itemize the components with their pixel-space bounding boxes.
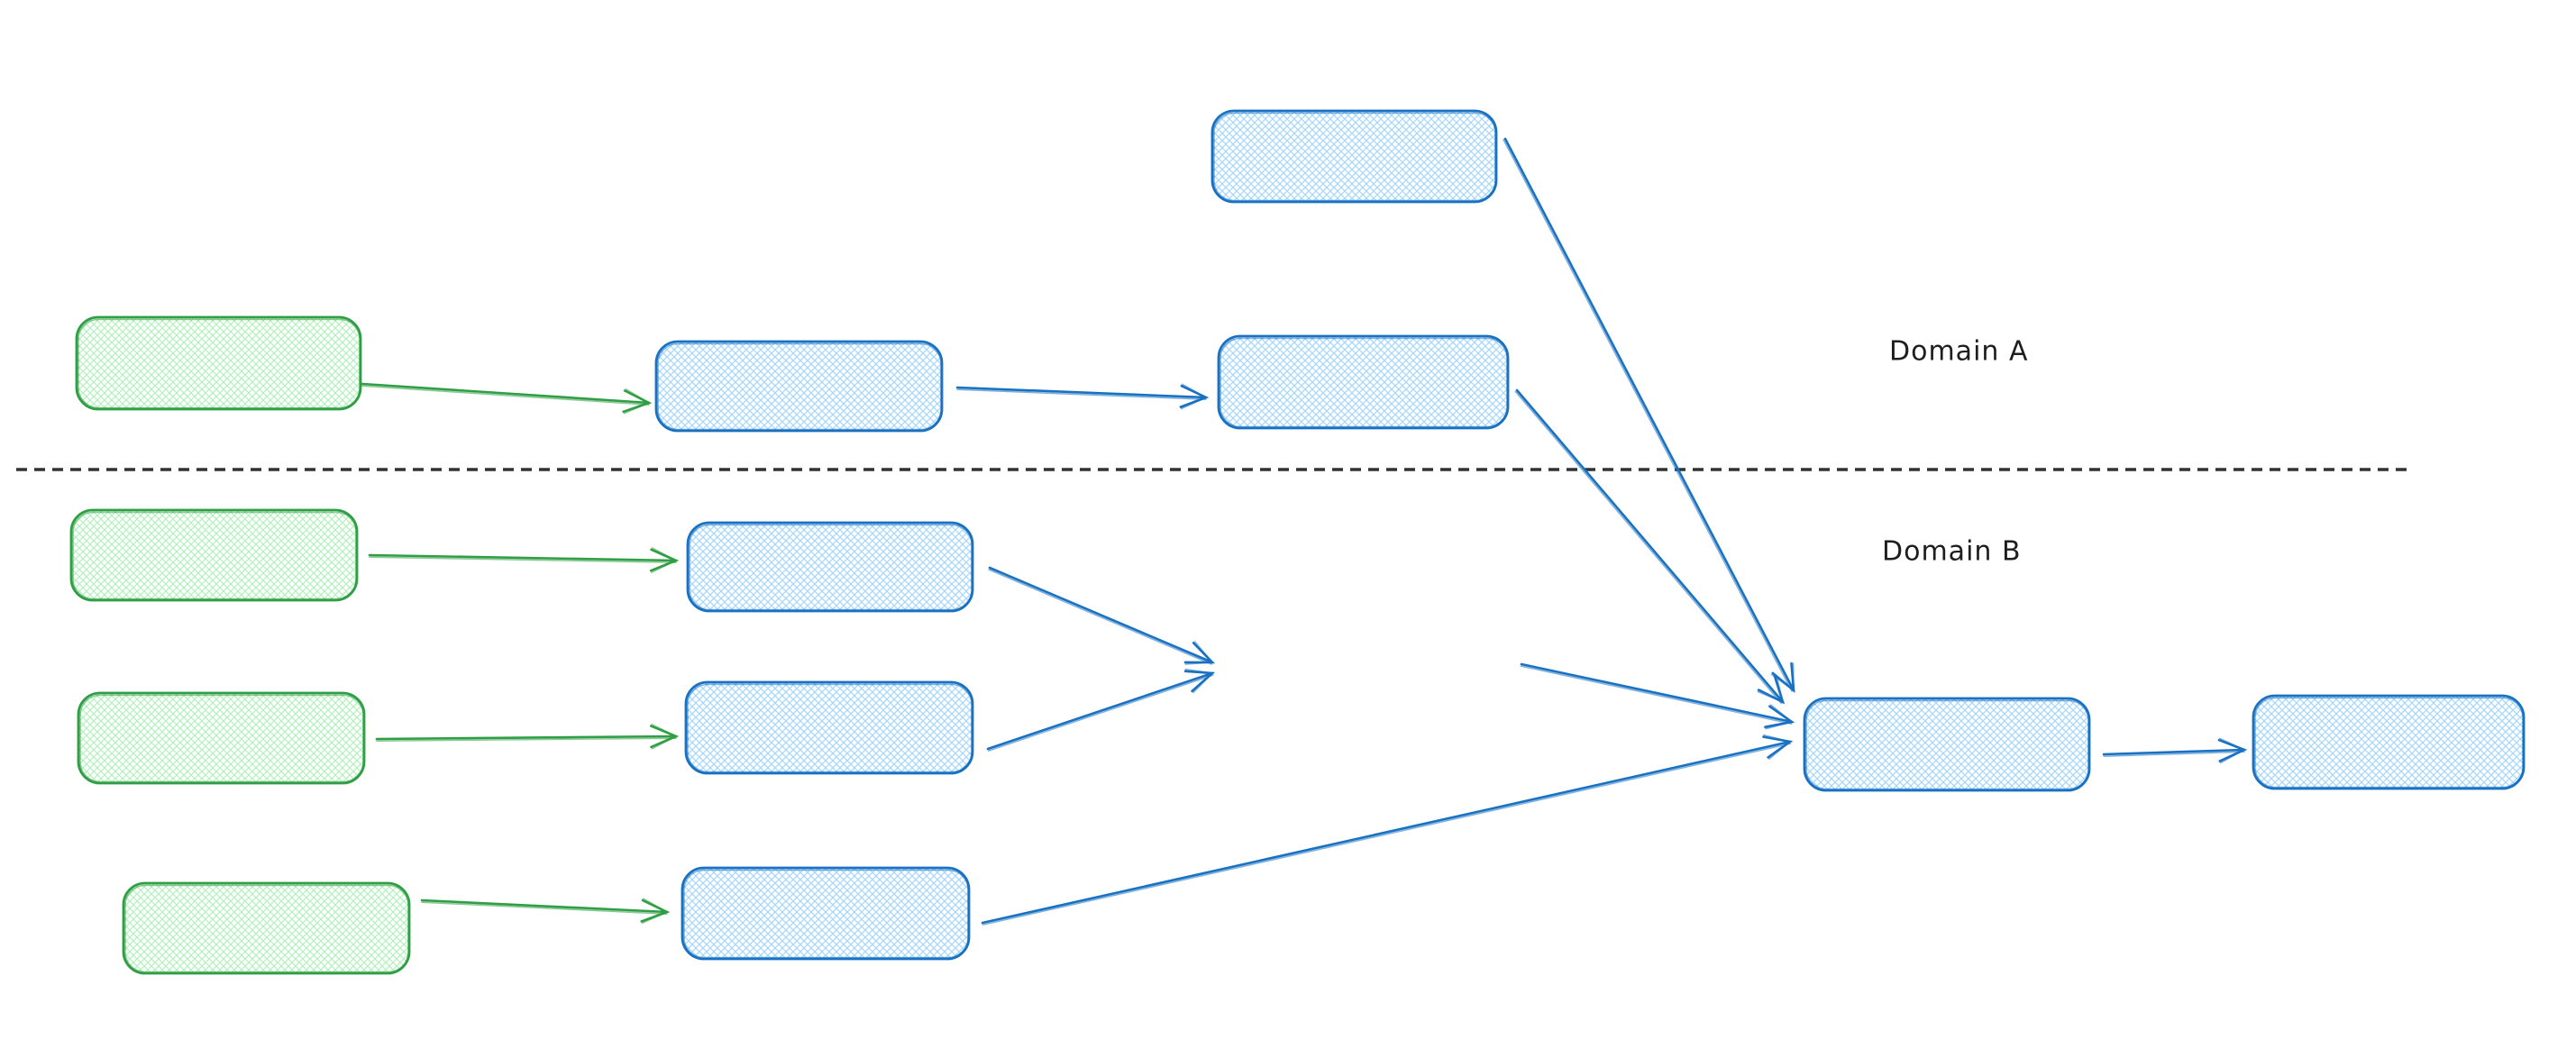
domain-b-label[interactable]: Domain B	[1882, 536, 2022, 568]
node-box-final-blue[interactable]	[2252, 694, 2526, 790]
node-box-row5-blue[interactable]	[681, 866, 971, 961]
edge-row4-green-to-blue[interactable]	[375, 723, 680, 750]
edge-row2-blue1-to-blue2[interactable]	[955, 383, 1210, 410]
node-box-row3-green[interactable]	[69, 508, 359, 602]
edge-row2-blue2-to-merge[interactable]	[1514, 388, 1786, 705]
node-box-row2-blue-1[interactable]	[654, 340, 944, 433]
node-box-top-blue[interactable]	[1210, 109, 1498, 204]
node-box-merge-blue[interactable]	[1803, 697, 2091, 792]
edge-top-to-merge[interactable]	[1503, 137, 1795, 693]
node-box-row4-green[interactable]	[77, 691, 366, 785]
node-box-row3-blue[interactable]	[686, 521, 974, 613]
node-box-row4-blue[interactable]	[684, 680, 974, 775]
edge-mid-to-merge[interactable]	[1520, 662, 1795, 730]
edge-row5-blue-to-merge[interactable]	[981, 734, 1794, 926]
edge-row3-green-to-blue[interactable]	[368, 547, 680, 573]
edge-row5-green-to-blue[interactable]	[420, 898, 671, 925]
node-box-row2-blue-2[interactable]	[1217, 334, 1510, 430]
node-box-row2-green[interactable]	[75, 315, 362, 411]
edge-merge-to-final[interactable]	[2102, 737, 2248, 764]
edge-row2-green-to-blue1[interactable]	[361, 382, 653, 415]
edge-row3-blue-to-mid[interactable]	[988, 566, 1216, 665]
node-box-row5-green[interactable]	[122, 881, 411, 975]
edge-row4-blue-to-mid[interactable]	[986, 668, 1216, 752]
domain-a-label[interactable]: Domain A	[1889, 336, 2028, 368]
